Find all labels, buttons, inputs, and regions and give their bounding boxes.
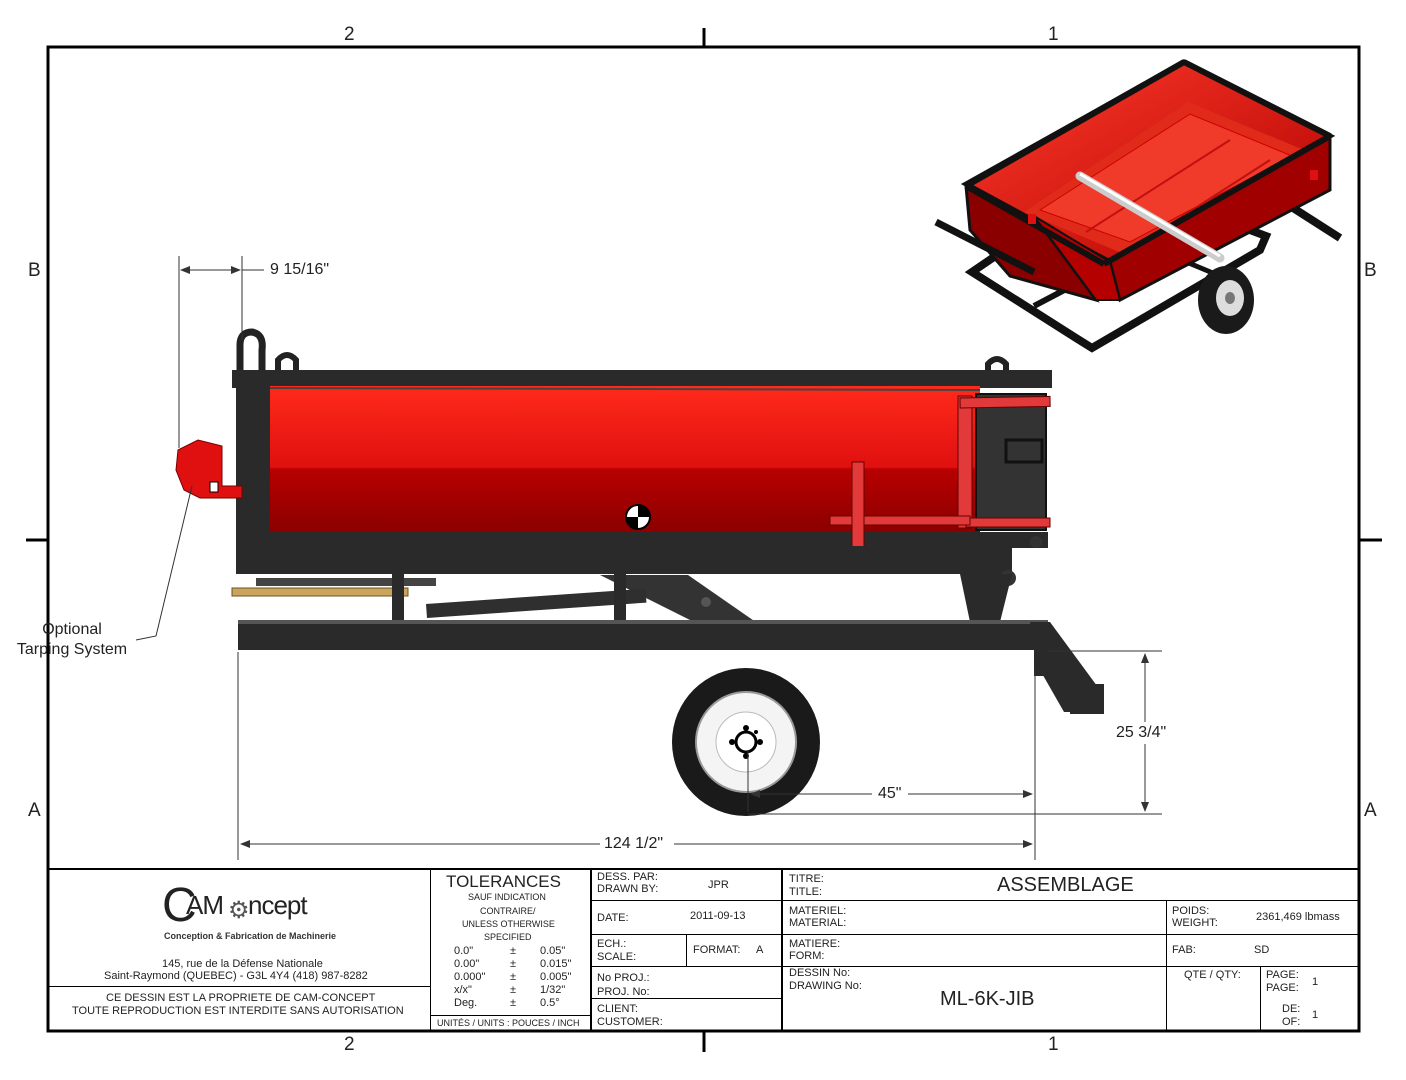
drawn-by-value: JPR (708, 879, 729, 891)
tolerance-row: Deg.±0.5° (454, 997, 560, 1009)
gear-icon: ⚙ (228, 897, 250, 924)
tolerance-row: 0.00"±0.015" (454, 958, 572, 970)
logo-ncept: ncept (248, 890, 308, 920)
chassis-frame (238, 622, 1038, 650)
dump-box-body (270, 386, 980, 534)
callout-tarping: Optional Tarping System (8, 620, 136, 660)
zone-bottom-2: 2 (344, 1034, 355, 1055)
scale-label-fr: ECH.: (597, 938, 627, 950)
zone-top-1: 1 (1048, 24, 1059, 45)
material-label-en: MATERIAL: (789, 917, 847, 929)
page-label-fr: PAGE: (1266, 969, 1299, 981)
of-value: 1 (1312, 1009, 1319, 1021)
weight-label-en: WEIGHT: (1172, 917, 1218, 929)
callout-line1: Optional (42, 621, 102, 638)
date-label: DATE: (597, 912, 629, 924)
zone-bottom-1: 1 (1048, 1034, 1059, 1055)
format-value: A (756, 944, 764, 956)
form-label-fr: MATIERE: (789, 938, 841, 950)
format-label: FORMAT: (693, 944, 741, 956)
property-notice-1: CE DESSIN EST LA PROPRIETE DE CAM-CONCEP… (106, 992, 376, 1004)
tolerances-sub-4: SPECIFIED (484, 932, 532, 942)
title-label-en: TITLE: (789, 886, 823, 898)
project-label-fr: No PROJ.: (597, 972, 650, 984)
fab-value: SD (1254, 944, 1270, 956)
trailer-isometric-view (934, 59, 1343, 353)
tolerances-sub-2: CONTRAIRE/ (480, 906, 536, 916)
material-label-fr: MATERIEL: (789, 905, 847, 917)
project-label-en: PROJ. No: (597, 986, 650, 998)
title-block: C AM ⚙ ncept Conception & Fabrication de… (48, 868, 1359, 1031)
zone-top-2: 2 (344, 24, 355, 45)
units-label: UNITÉS / UNITS : POUCES / INCH (437, 1018, 580, 1028)
client-label-en: CUSTOMER: (597, 1016, 663, 1028)
logo-c: C (162, 879, 197, 932)
page-label-en: PAGE: (1266, 982, 1299, 994)
company-address-2: Saint-Raymond (QUEBEC) - G3L 4Y4 (418) 9… (104, 970, 368, 982)
drawing-no-label-fr: DESSIN No: (789, 967, 851, 979)
tarping-system (175, 439, 243, 499)
weight-value: 2361,469 lbmass (1256, 911, 1340, 923)
tolerance-table: 0.0"±0.05" 0.00"±0.015" 0.000"±0.005" x/… (454, 945, 584, 1010)
trailer-side-view (175, 328, 1104, 816)
dim-124-1-2: 124 1/2" (604, 835, 664, 852)
qty-label: QTE / QTY: (1184, 969, 1241, 981)
form-label-en: FORM: (789, 950, 825, 962)
callout-line2: Tarping System (16, 641, 128, 658)
zone-right-b: B (1364, 260, 1377, 281)
property-notice-2: TOUTE REPRODUCTION EST INTERDITE SANS AU… (72, 1005, 404, 1017)
tolerances-sub-1: SAUF INDICATION (468, 892, 546, 902)
tolerance-row: 0.0"±0.05" (454, 945, 566, 957)
dim-9-15-16: 9 15/16" (270, 261, 330, 278)
tolerances-sub-3: UNLESS OTHERWISE (462, 919, 555, 929)
zone-right-a: A (1364, 800, 1377, 821)
drawing-title: ASSEMBLAGE (997, 874, 1134, 896)
zone-left-a: A (28, 800, 41, 821)
fab-label: FAB: (1172, 944, 1196, 956)
client-label-fr: CLIENT: (597, 1003, 638, 1015)
of-label-fr: DE: (1282, 1003, 1301, 1015)
of-label-en: OF: (1282, 1016, 1301, 1028)
tolerance-row: 0.000"±0.005" (454, 971, 572, 983)
company-address-1: 145, rue de la Défense Nationale (162, 958, 323, 970)
company-tagline: Conception & Fabrication de Machinerie (164, 931, 337, 941)
dimension-lines (135, 256, 1162, 860)
tolerances-title: TOLERANCES (446, 872, 561, 891)
scale-label-en: SCALE: (597, 951, 637, 963)
drawing-no-label-en: DRAWING No: (789, 980, 862, 992)
logo-am: AM (186, 890, 224, 920)
title-label-fr: TITRE: (789, 873, 824, 885)
weight-label-fr: POIDS: (1172, 905, 1210, 917)
dim-45: 45" (878, 785, 902, 802)
dim-25-3-4: 25 3/4" (1116, 724, 1167, 742)
page-value: 1 (1312, 976, 1319, 988)
drawn-by-label-fr: DESS. PAR: (597, 871, 658, 883)
drawn-by-label-en: DRAWN BY: (597, 883, 659, 895)
date-value: 2011-09-13 (690, 910, 746, 922)
tolerance-row: x/x"±1/32" (454, 984, 566, 996)
drawing-number: ML-6K-JIB (940, 988, 1035, 1010)
company-logo: C AM ⚙ ncept (162, 879, 332, 932)
zone-left-b: B (28, 260, 41, 281)
